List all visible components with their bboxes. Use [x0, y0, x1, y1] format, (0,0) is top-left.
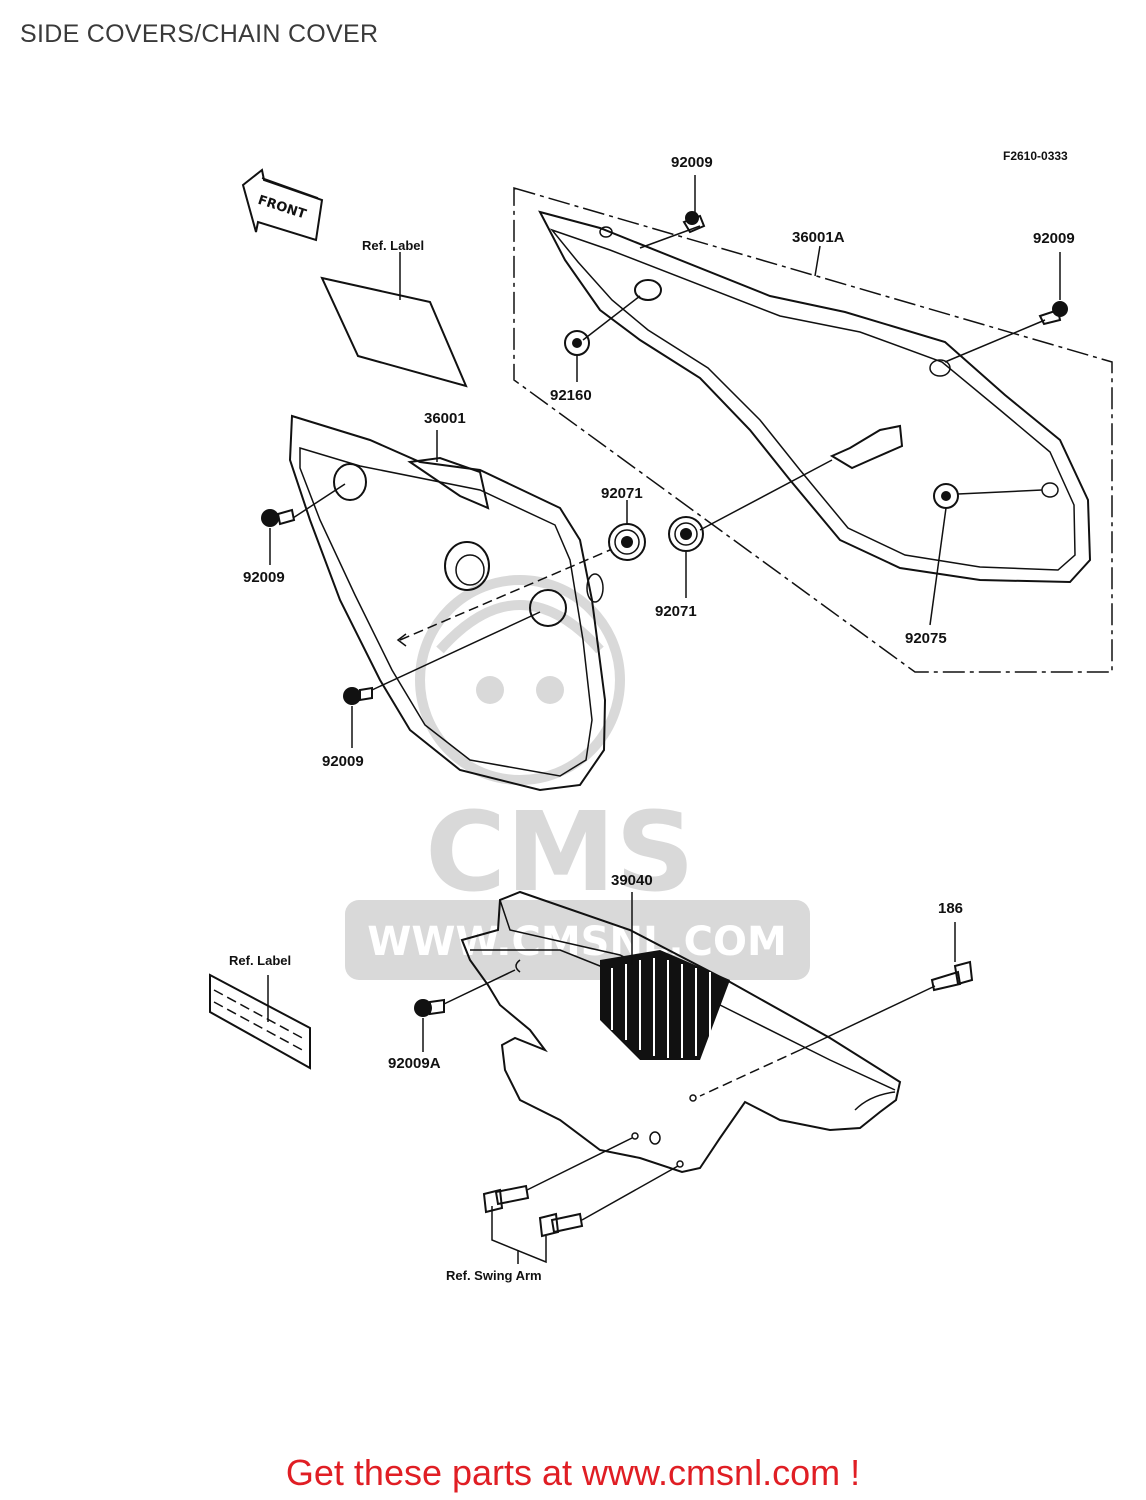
footer-cta-link[interactable]: Get these parts at www.cmsnl.com ! [285, 1452, 861, 1493]
label-92075: 92075 [905, 630, 947, 647]
watermark-url: WWW.CMSNL.COM [367, 919, 787, 965]
label-92009-right: 92009 [1033, 230, 1075, 247]
bolt-92009A-icon [414, 998, 445, 1017]
grommet-92075-icon [933, 483, 959, 509]
label-36001: 36001 [424, 410, 466, 427]
bolt-92009-left-icon [261, 508, 296, 527]
ref-label-sticker-bottom [209, 973, 311, 1070]
bolt-92009-bottom-icon [343, 686, 373, 705]
label-ref-swing-arm: Ref. Swing Arm [446, 1268, 542, 1283]
right-cover-group-outline [513, 187, 1113, 673]
label-186: 186 [938, 900, 963, 917]
bolt-92009-top-icon [682, 211, 706, 234]
label-92009-left: 92009 [243, 569, 285, 586]
page-title: SIDE COVERS/CHAIN COVER [20, 20, 379, 48]
grommet-92071-upper-icon [608, 523, 646, 561]
watermark-brand: CMS [425, 788, 694, 916]
cms-watermark: CMS WWW.CMSNL.COM [345, 575, 810, 980]
label-92160: 92160 [550, 387, 592, 404]
label-36001A: 36001A [792, 229, 845, 246]
bolt-swing-arm-lower-icon [538, 1212, 584, 1238]
label-92009-bottom: 92009 [322, 753, 364, 770]
label-92009-top: 92009 [671, 154, 713, 171]
grommet-92160-icon [564, 330, 590, 356]
leader-lines-lower [422, 892, 956, 1264]
chain-cover-39040 [460, 890, 902, 1174]
figure-code: F2610-0333 [1003, 149, 1068, 163]
bolt-186-icon [930, 960, 974, 992]
side-cover-left-36001 [288, 414, 607, 792]
grommet-92071-lower-icon [668, 516, 704, 552]
side-cover-right-36001A [538, 210, 1092, 584]
label-39040: 39040 [611, 872, 653, 889]
front-arrow-icon: FRONT [241, 168, 324, 242]
leader-lines-upper [269, 175, 1061, 748]
label-ref-label-bottom: Ref. Label [229, 953, 291, 968]
bolt-swing-arm-upper-icon [482, 1184, 530, 1214]
label-ref-label-top: Ref. Label [362, 238, 424, 253]
label-92071-lower: 92071 [655, 603, 697, 620]
label-92009A: 92009A [388, 1055, 441, 1072]
label-92071-upper: 92071 [601, 485, 643, 502]
ref-label-sticker-top [320, 252, 468, 388]
front-arrow-text: FRONT [256, 193, 308, 223]
